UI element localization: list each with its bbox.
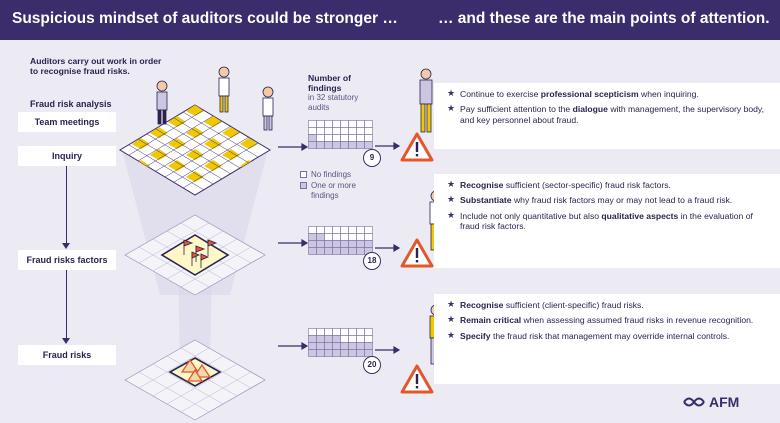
step-fraud-risks: Fraud risks bbox=[18, 345, 116, 365]
down-arrow-icon bbox=[62, 338, 70, 344]
connector-line bbox=[66, 166, 67, 244]
attention-point-text: Include not only quantitative but also bbox=[460, 210, 602, 221]
star-icon: ★ bbox=[447, 194, 456, 205]
findings-subtitle-line: in 32 statutory bbox=[308, 93, 359, 102]
findings-grid-svg bbox=[308, 120, 373, 149]
attention-point: ★ Pay sufficient attention to the dialogu… bbox=[447, 103, 768, 125]
attention-card-risk-factors: ★ Recognise sufficient (sector-specific) … bbox=[434, 174, 780, 268]
findings-subtitle: in 32 statutory audits bbox=[308, 93, 358, 113]
audit-cell bbox=[364, 141, 373, 149]
attention-point: ★ Specify the fraud risk that management … bbox=[447, 330, 768, 341]
star-icon: ★ bbox=[447, 103, 456, 114]
step-fraud-risk-factors: Fraud risks factors bbox=[18, 250, 116, 270]
attention-point-text: the fraud risk that management may overr… bbox=[490, 330, 730, 341]
afm-logo-text: AFM bbox=[709, 394, 740, 410]
findings-title-line: Number of bbox=[308, 73, 351, 83]
attention-point-emphasis: Remain critical bbox=[460, 315, 522, 326]
attention-point: ★ Recognise sufficient (client-specific) … bbox=[447, 299, 768, 310]
warning-sign-icon bbox=[400, 132, 434, 162]
afm-logo: AFM bbox=[683, 394, 739, 410]
attention-point-text: Pay sufficient attention to the bbox=[460, 104, 573, 115]
attention-point-text: when inquiring. bbox=[638, 89, 699, 99]
arrow-right-icon bbox=[301, 238, 309, 248]
legend-label-line: findings bbox=[311, 191, 339, 200]
attention-point-text: with management, the supervisory body, a… bbox=[460, 104, 764, 125]
findings-count-badge: 9 bbox=[363, 149, 381, 167]
star-icon: ★ bbox=[447, 299, 456, 309]
flag-icon bbox=[183, 239, 218, 268]
intro-text: Auditors carry out work in order to reco… bbox=[30, 56, 162, 76]
header-banner: Suspicious mindset of auditors could be … bbox=[0, 0, 780, 40]
attention-point-emphasis: Recognise bbox=[460, 300, 504, 310]
findings-grid-svg bbox=[308, 226, 373, 255]
auditor-figure bbox=[218, 66, 230, 113]
findings-count-badge: 18 bbox=[363, 252, 381, 270]
findings-grid-svg bbox=[308, 328, 373, 357]
attention-point-text: sufficient (client-specific) fraud risks… bbox=[503, 300, 644, 310]
star-icon: ★ bbox=[447, 314, 456, 325]
attention-point: ★ Continue to exercise professional scept… bbox=[447, 88, 768, 99]
star-icon: ★ bbox=[447, 88, 456, 98]
connector-line bbox=[66, 270, 67, 339]
afm-logo-icon bbox=[683, 397, 705, 407]
legend-swatch bbox=[300, 171, 307, 178]
attention-point-text: why fraud risk factors may or may not le… bbox=[511, 195, 733, 206]
attention-point-emphasis: Substantiate bbox=[460, 195, 512, 206]
step-inquiry: Inquiry bbox=[18, 146, 116, 166]
attention-point: ★ Remain critical when assessing assumed … bbox=[447, 314, 768, 326]
attention-point: ★Include not only quantitative but also … bbox=[447, 210, 768, 232]
findings-grid-inquiry bbox=[308, 120, 373, 154]
warning-sign-icon bbox=[400, 364, 434, 394]
warning-sign-icon bbox=[400, 238, 434, 268]
attention-point-text: in the evaluation of fraud risk factors. bbox=[460, 210, 753, 232]
auditor-figure bbox=[262, 86, 274, 131]
star-icon: ★ bbox=[447, 209, 456, 220]
attention-point-text: when assessing assumed fraud risks in re… bbox=[521, 315, 754, 326]
legend-label: No findings bbox=[311, 170, 352, 179]
star-icon: ★ bbox=[447, 329, 456, 340]
findings-title-line: findings bbox=[308, 83, 342, 93]
attention-point: ★ Recognise sufficient (sector-specific) … bbox=[447, 179, 768, 190]
findings-grid-fraud-risks bbox=[308, 328, 373, 362]
isometric-illustration bbox=[119, 66, 274, 421]
down-arrow-icon bbox=[62, 243, 70, 249]
legend-item: One or more findings bbox=[300, 181, 356, 201]
attention-point: ★ Substantiate why fraud risk factors may… bbox=[447, 194, 768, 206]
step-team-meetings: Team meetings bbox=[18, 112, 116, 132]
findings-title: Number of findings bbox=[308, 73, 351, 93]
attention-point-text: sufficient (sector-specific) fraud risk … bbox=[503, 180, 671, 190]
auditor-figure bbox=[419, 68, 433, 133]
legend-label: One or more findings bbox=[311, 181, 356, 201]
findings-subtitle-line: audits bbox=[308, 103, 330, 112]
arrow-right-icon bbox=[301, 341, 309, 351]
auditor-figure bbox=[156, 80, 168, 125]
header-left-title: Suspicious mindset of auditors could be … bbox=[12, 10, 398, 27]
attention-card-fraud-risks: ★ Recognise sufficient (client-specific) … bbox=[434, 294, 780, 384]
warning-figures bbox=[400, 68, 443, 394]
arrow-right-icon bbox=[393, 141, 401, 151]
attention-point-emphasis: professional scepticism bbox=[540, 89, 639, 99]
arrow-right-icon bbox=[393, 345, 401, 355]
attention-card-inquiry: ★ Continue to exercise professional scept… bbox=[434, 83, 780, 149]
attention-point-emphasis: Specify bbox=[460, 330, 491, 341]
header-right-title: … and these are the main points of atten… bbox=[438, 10, 770, 27]
attention-point-emphasis: Recognise bbox=[460, 180, 504, 190]
attention-point-emphasis: qualitative aspects bbox=[601, 210, 679, 221]
legend-item: No findings bbox=[300, 170, 356, 180]
findings-grid-risk-factors bbox=[308, 226, 373, 260]
legend-swatch bbox=[300, 182, 307, 189]
arrow-right-icon bbox=[301, 142, 309, 152]
attention-point-emphasis: dialogue bbox=[572, 104, 608, 115]
warning-triangle-icon bbox=[180, 358, 212, 382]
legend-label-line: One or more bbox=[311, 181, 356, 190]
findings-legend: No findings One or more findings bbox=[300, 170, 356, 202]
findings-count-badge: 20 bbox=[363, 356, 381, 374]
fraud-risk-analysis-title: Fraud risk analysis bbox=[30, 99, 112, 109]
attention-point-text: Continue to exercise bbox=[460, 89, 541, 99]
arrow-right-icon bbox=[393, 243, 401, 253]
star-icon: ★ bbox=[447, 179, 456, 189]
